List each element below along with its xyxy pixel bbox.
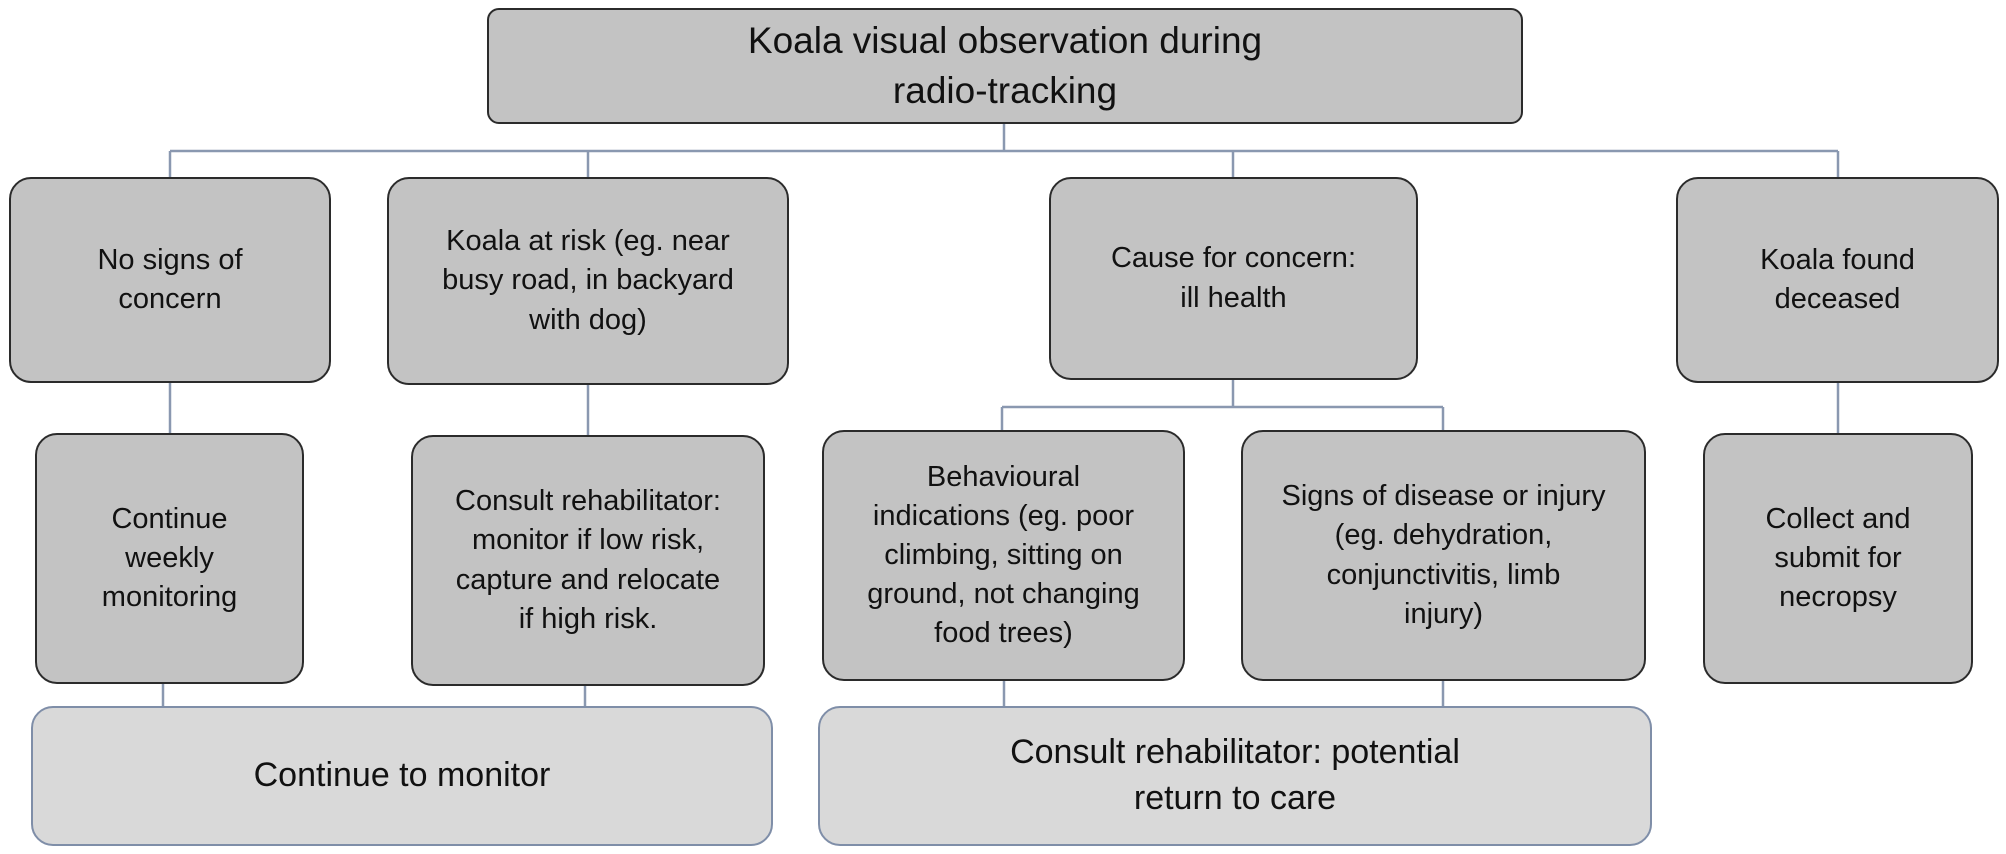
no-signs-box: No signs of concern bbox=[9, 177, 331, 383]
weekly-monitoring-box: Continue weekly monitoring bbox=[35, 433, 304, 684]
at-risk-box: Koala at risk (eg. near busy road, in ba… bbox=[387, 177, 789, 385]
title-box: Koala visual observation during radio-tr… bbox=[487, 8, 1523, 124]
consult-risk-box: Consult rehabilitator: monitor if low ri… bbox=[411, 435, 765, 686]
return-to-care-box: Consult rehabilitator: potential return … bbox=[818, 706, 1652, 846]
necropsy-box: Collect and submit for necropsy bbox=[1703, 433, 1973, 684]
concern-box: Cause for concern: ill health bbox=[1049, 177, 1418, 380]
behavioural-box: Behavioural indications (eg. poor climbi… bbox=[822, 430, 1185, 681]
disease-box: Signs of disease or injury (eg. dehydrat… bbox=[1241, 430, 1646, 681]
deceased-box: Koala found deceased bbox=[1676, 177, 1999, 383]
continue-monitor-box: Continue to monitor bbox=[31, 706, 773, 846]
